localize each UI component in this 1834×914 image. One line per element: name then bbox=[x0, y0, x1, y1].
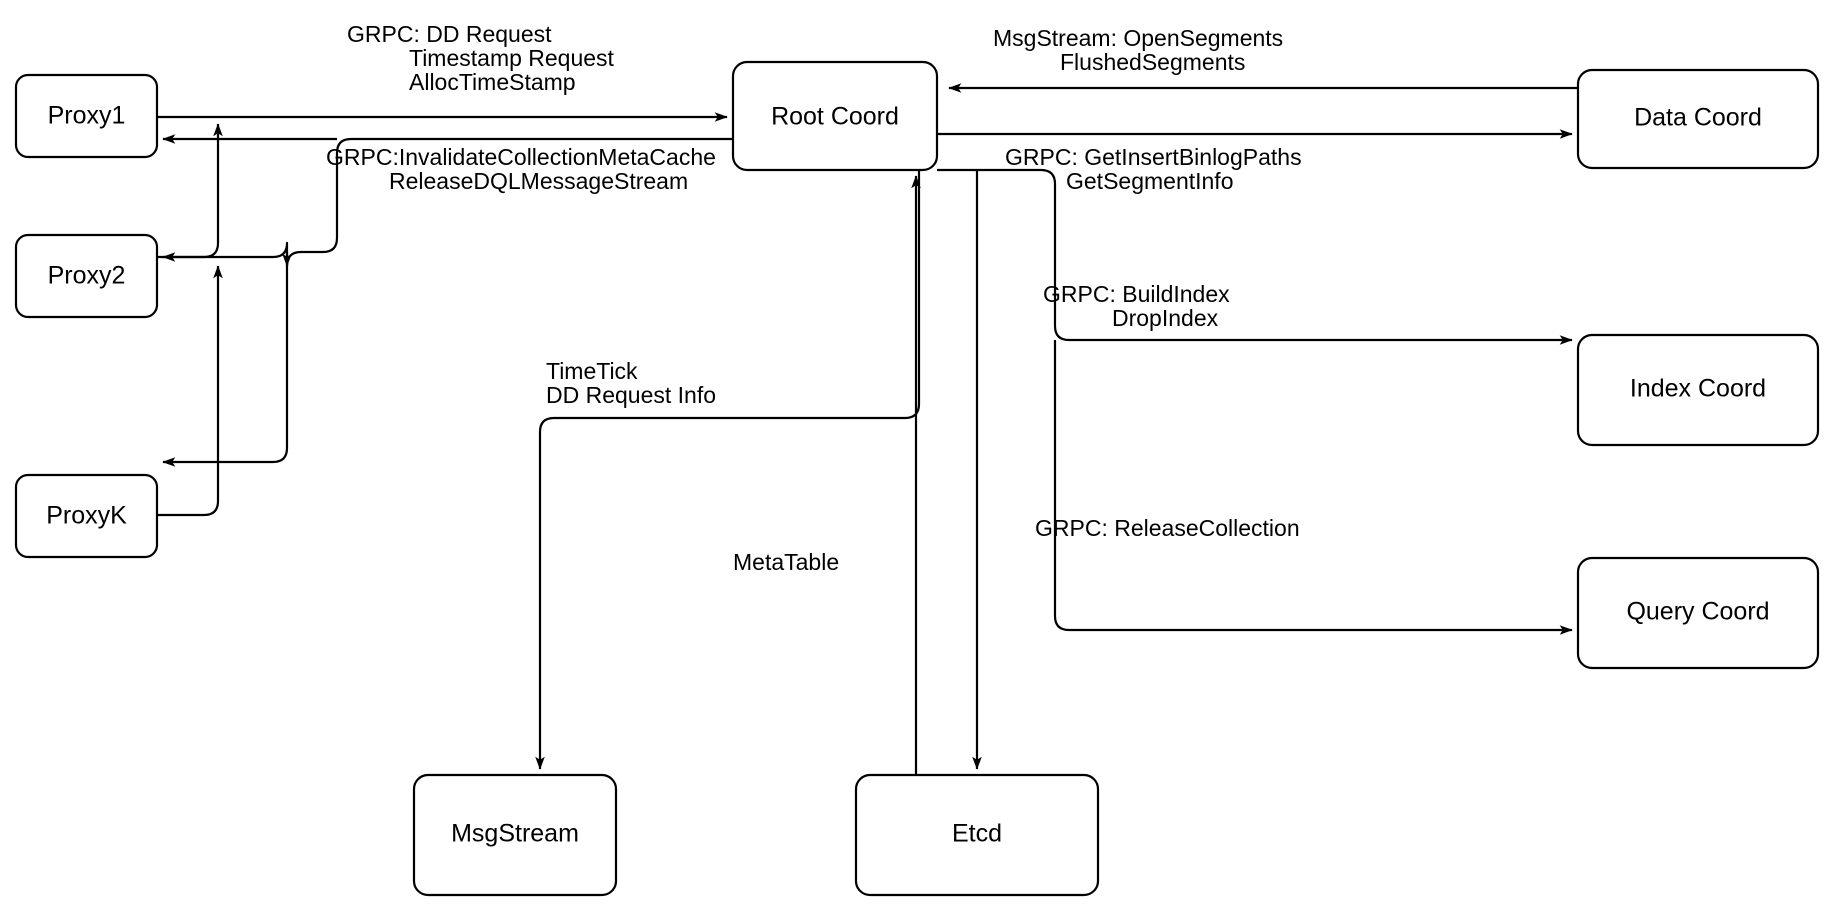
node-querycoord[interactable]: Query Coord bbox=[1576, 556, 1820, 670]
edge-return-bus-to-proxy2 bbox=[162, 241, 289, 266]
node-indexcoord-label: Index Coord bbox=[1630, 375, 1766, 403]
node-querycoord-label: Query Coord bbox=[1626, 598, 1769, 626]
edge-label-rootcoord-to-proxies: GRPC:InvalidateCollectionMetaCache Relea… bbox=[326, 144, 716, 194]
edge-label-line-0: GRPC: ReleaseCollection bbox=[1035, 515, 1300, 541]
node-msgstream[interactable]: MsgStream bbox=[412, 773, 618, 897]
node-proxy1-label: Proxy1 bbox=[48, 102, 126, 130]
node-proxyk-box[interactable] bbox=[14, 473, 159, 559]
edge-label-rootcoord-to-indexcoord: GRPC: BuildIndex DropIndex bbox=[1043, 281, 1230, 331]
node-proxy2[interactable]: Proxy2 bbox=[14, 233, 159, 319]
node-rootcoord[interactable]: Root Coord bbox=[731, 60, 939, 172]
edge-label-rootcoord-to-msgstream: TimeTick DD Request Info bbox=[546, 358, 716, 408]
edge-label-line-0: GRPC: GetInsertBinlogPaths bbox=[1005, 144, 1302, 170]
edge-label-line-2: AllocTimeStamp bbox=[409, 69, 576, 95]
edge-label-line-1: DropIndex bbox=[1112, 305, 1219, 331]
edge-label-rootcoord-to-querycoord: GRPC: ReleaseCollection bbox=[1035, 515, 1300, 541]
edge-label-line-0: MetaTable bbox=[733, 549, 839, 575]
edge-label-rootcoord-etcd: MetaTable bbox=[733, 549, 839, 575]
edge-rootcoord-to-indexcoord bbox=[937, 168, 1573, 345]
node-datacoord-box[interactable] bbox=[1576, 68, 1820, 170]
node-datacoord-label: Data Coord bbox=[1634, 104, 1762, 132]
edge-label-line-0: GRPC: BuildIndex bbox=[1043, 281, 1230, 307]
edge-proxy2-merge bbox=[157, 123, 223, 259]
edge-label-proxy-to-rootcoord: GRPC: DD Request Timestamp Request Alloc… bbox=[347, 21, 615, 95]
node-datacoord[interactable]: Data Coord bbox=[1576, 68, 1820, 170]
node-proxy2-label: Proxy2 bbox=[48, 262, 126, 290]
node-msgstream-label: MsgStream bbox=[451, 820, 579, 848]
node-proxy1-box[interactable] bbox=[14, 73, 159, 159]
node-msgstream-box[interactable] bbox=[412, 773, 618, 897]
node-indexcoord[interactable]: Index Coord bbox=[1576, 333, 1820, 447]
node-querycoord-box[interactable] bbox=[1576, 556, 1820, 670]
edge-label-line-0: MsgStream: OpenSegments bbox=[993, 25, 1283, 51]
node-proxyk-label: ProxyK bbox=[46, 502, 127, 530]
node-rootcoord-box[interactable] bbox=[731, 60, 939, 172]
edge-proxyk-merge bbox=[157, 265, 223, 517]
edge-label-rootcoord-to-datacoord: GRPC: GetInsertBinlogPaths GetSegmentInf… bbox=[1005, 144, 1302, 194]
edge-label-line-1: ReleaseDQLMessageStream bbox=[389, 168, 688, 194]
node-etcd[interactable]: Etcd bbox=[854, 773, 1100, 897]
edge-label-line-0: GRPC: DD Request bbox=[347, 21, 552, 47]
node-proxy1[interactable]: Proxy1 bbox=[14, 73, 159, 159]
edge-return-bus-to-proxyk bbox=[162, 440, 289, 467]
edge-rootcoord-to-msgstream bbox=[535, 170, 921, 770]
edge-rootcoord-to-querycoord bbox=[1053, 340, 1573, 635]
edge-label-datacoord-to-rootcoord: MsgStream: OpenSegments FlushedSegments bbox=[993, 25, 1283, 75]
node-indexcoord-box[interactable] bbox=[1576, 333, 1820, 447]
edge-label-line-1: DD Request Info bbox=[546, 382, 716, 408]
edge-label-line-1: Timestamp Request bbox=[409, 45, 615, 71]
node-proxyk[interactable]: ProxyK bbox=[14, 473, 159, 559]
node-etcd-label: Etcd bbox=[952, 820, 1002, 848]
edge-label-line-1: GetSegmentInfo bbox=[1066, 168, 1234, 194]
node-proxy2-box[interactable] bbox=[14, 233, 159, 319]
edge-rootcoord-to-proxy1 bbox=[282, 137, 733, 267]
node-etcd-box[interactable] bbox=[854, 773, 1100, 897]
edge-label-line-0: TimeTick bbox=[546, 358, 638, 384]
edge-label-line-0: GRPC:InvalidateCollectionMetaCache bbox=[326, 144, 716, 170]
node-rootcoord-label: Root Coord bbox=[771, 103, 899, 131]
edge-label-line-1: FlushedSegments bbox=[1060, 49, 1245, 75]
